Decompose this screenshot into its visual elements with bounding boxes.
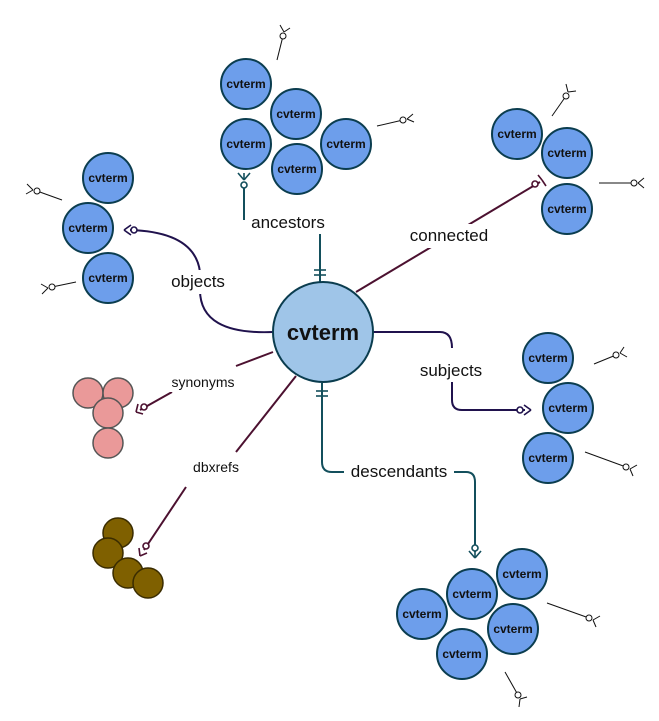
one-mark-ancestors bbox=[314, 269, 326, 276]
ancestors-group: cvterm cvterm cvterm cvterm cvterm bbox=[220, 58, 372, 195]
subjects-group: cvterm cvterm cvterm bbox=[522, 332, 594, 484]
connected-node-1[interactable] bbox=[491, 108, 543, 160]
crow-foot-subjects bbox=[516, 404, 532, 416]
subjects-node-label-3: cvterm bbox=[528, 451, 567, 465]
descendants-node-label-5: cvterm bbox=[442, 647, 481, 661]
descendants-node-label-3: cvterm bbox=[402, 607, 441, 621]
connected-node-label-1: cvterm bbox=[497, 127, 536, 141]
objects-node-label-3: cvterm bbox=[88, 271, 127, 285]
connected-group: cvterm cvterm cvterm bbox=[491, 108, 593, 235]
central-node[interactable]: cvterm bbox=[272, 281, 374, 383]
subjects-node-2[interactable] bbox=[542, 382, 594, 434]
edge-dbxrefs bbox=[143, 375, 297, 551]
stub-5 bbox=[25, 183, 63, 201]
edges bbox=[129, 181, 541, 552]
descendants-node-3[interactable] bbox=[396, 588, 448, 640]
objects-node-label-2: cvterm bbox=[68, 221, 107, 235]
connected-node-3[interactable] bbox=[541, 183, 593, 235]
one-mark-descendants bbox=[316, 390, 328, 397]
dbxrefs-group bbox=[92, 517, 164, 599]
synonyms-group bbox=[72, 377, 134, 459]
ancestors-node-2[interactable] bbox=[270, 88, 322, 140]
connected-node-label-2: cvterm bbox=[547, 146, 586, 160]
crow-foot-ancestors bbox=[237, 172, 251, 189]
stub-2 bbox=[376, 113, 415, 127]
objects-node-2[interactable] bbox=[62, 202, 114, 254]
subjects-node-label-2: cvterm bbox=[548, 401, 587, 415]
stub-4 bbox=[599, 177, 645, 189]
synonyms-node-4[interactable] bbox=[92, 427, 124, 459]
descendants-group: cvterm cvterm cvterm cvterm cvterm bbox=[396, 548, 548, 680]
stub-10 bbox=[504, 671, 528, 708]
subjects-node-3[interactable] bbox=[522, 432, 574, 484]
edge-labels: ancestors connected objects subjects syn… bbox=[166, 210, 496, 484]
synonyms-node-3[interactable] bbox=[92, 397, 124, 429]
dbxrefs-node-2[interactable] bbox=[92, 537, 124, 569]
descendants-node-label-2: cvterm bbox=[452, 587, 491, 601]
ancestors-node-label-1: cvterm bbox=[226, 77, 265, 91]
stub-1 bbox=[276, 24, 291, 61]
ancestors-node-3[interactable] bbox=[220, 118, 272, 170]
crow-foot-descendants bbox=[468, 544, 482, 559]
label-connected: connected bbox=[410, 226, 488, 245]
descendants-node-1[interactable] bbox=[496, 548, 548, 600]
stub-lines bbox=[25, 24, 645, 708]
ancestors-node-label-4: cvterm bbox=[326, 137, 365, 151]
ancestors-node-5[interactable] bbox=[271, 143, 323, 195]
cardinality-marks bbox=[123, 172, 547, 559]
edge-ancestors bbox=[243, 188, 321, 282]
subjects-node-label-1: cvterm bbox=[528, 351, 567, 365]
label-objects: objects bbox=[171, 272, 225, 291]
dbxrefs-node-4[interactable] bbox=[132, 567, 164, 599]
edge-subjects bbox=[373, 331, 525, 411]
ancestors-node-1[interactable] bbox=[220, 58, 272, 110]
central-node-circle[interactable] bbox=[272, 281, 374, 383]
crow-foot-synonyms bbox=[135, 403, 148, 415]
objects-node-3[interactable] bbox=[82, 252, 134, 304]
descendants-node-2[interactable] bbox=[446, 568, 498, 620]
crow-foot-objects bbox=[123, 224, 138, 236]
crow-foot-connected bbox=[531, 174, 547, 188]
descendants-node-label-1: cvterm bbox=[502, 567, 541, 581]
objects-node-label-1: cvterm bbox=[88, 171, 127, 185]
stub-3 bbox=[551, 83, 577, 117]
ancestors-node-label-5: cvterm bbox=[277, 162, 316, 176]
crow-foot-dbxrefs bbox=[138, 542, 150, 557]
connected-node-label-3: cvterm bbox=[547, 202, 586, 216]
stub-9 bbox=[546, 602, 601, 628]
subjects-node-1[interactable] bbox=[522, 332, 574, 384]
stub-7 bbox=[593, 346, 628, 365]
descendants-node-5[interactable] bbox=[436, 628, 488, 680]
descendants-node-label-4: cvterm bbox=[493, 622, 532, 636]
objects-group: cvterm cvterm cvterm bbox=[62, 152, 134, 304]
objects-node-1[interactable] bbox=[82, 152, 134, 204]
label-dbxrefs: dbxrefs bbox=[193, 459, 239, 475]
stub-8 bbox=[584, 451, 638, 477]
edge-objects bbox=[129, 229, 274, 334]
central-node-label: cvterm bbox=[287, 320, 359, 345]
edge-descendants bbox=[321, 383, 476, 552]
descendants-node-4[interactable] bbox=[487, 603, 539, 655]
label-synonyms: synonyms bbox=[171, 374, 234, 390]
ancestors-node-label-3: cvterm bbox=[226, 137, 265, 151]
label-ancestors: ancestors bbox=[251, 213, 325, 232]
ancestors-node-label-2: cvterm bbox=[276, 107, 315, 121]
ancestors-node-4[interactable] bbox=[320, 118, 372, 170]
connected-node-2[interactable] bbox=[541, 127, 593, 179]
stub-6 bbox=[40, 281, 77, 295]
label-descendants: descendants bbox=[351, 462, 447, 481]
label-subjects: subjects bbox=[420, 361, 482, 380]
